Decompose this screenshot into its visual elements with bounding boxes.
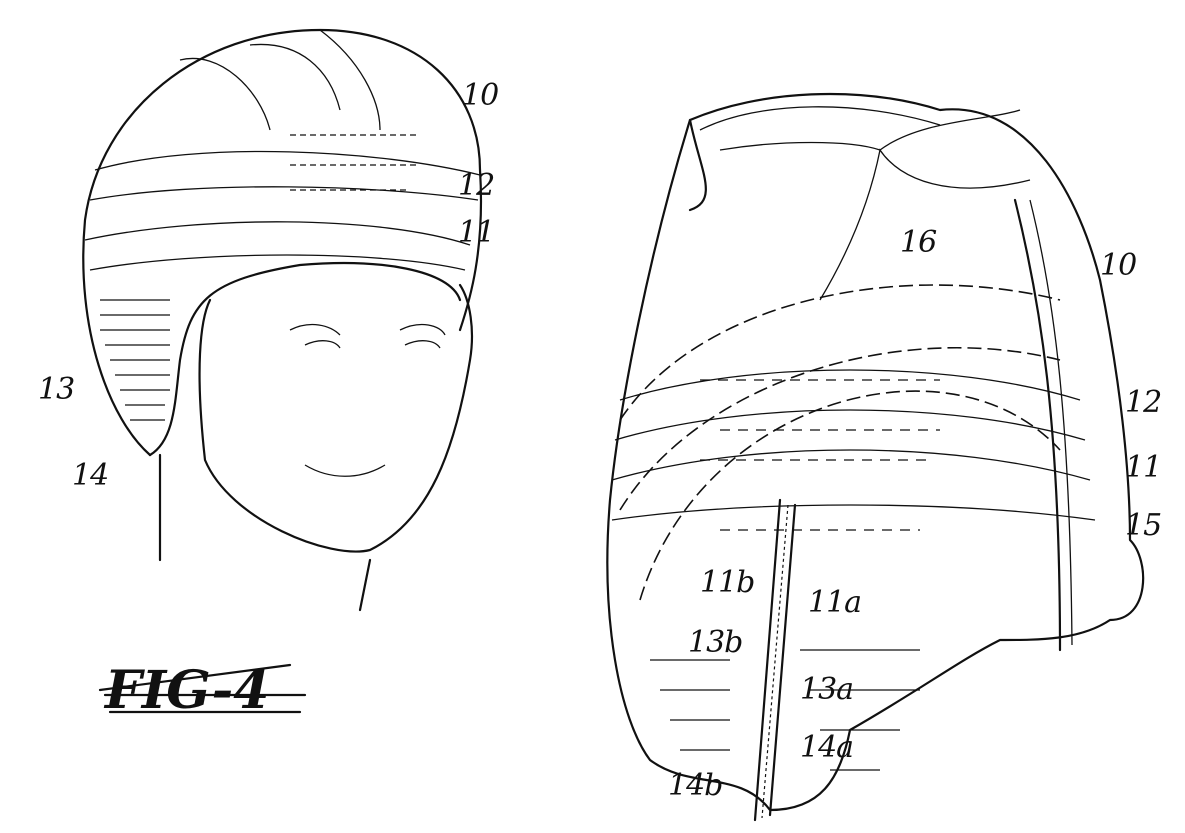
right-helmet-drawing — [607, 94, 1143, 820]
label-left-12: 12 — [458, 168, 494, 203]
label-left-11: 11 — [458, 215, 494, 250]
label-right-13b: 13b — [688, 625, 742, 660]
label-right-11b: 11b — [700, 565, 754, 600]
figure-label: FIG-4 — [105, 660, 269, 721]
label-left-10: 10 — [462, 78, 498, 113]
label-left-13: 13 — [38, 372, 74, 407]
label-right-11a: 11a — [808, 585, 861, 620]
label-right-16: 16 — [900, 225, 936, 260]
label-left-14: 14 — [72, 458, 108, 493]
label-right-11: 11 — [1125, 450, 1161, 485]
left-helmet-drawing — [83, 30, 481, 610]
label-right-13a: 13a — [800, 672, 853, 707]
label-right-14a: 14a — [800, 730, 853, 765]
label-right-14b: 14b — [668, 768, 722, 803]
label-right-10: 10 — [1100, 248, 1136, 283]
label-right-15: 15 — [1125, 508, 1161, 543]
label-right-12: 12 — [1125, 385, 1161, 420]
